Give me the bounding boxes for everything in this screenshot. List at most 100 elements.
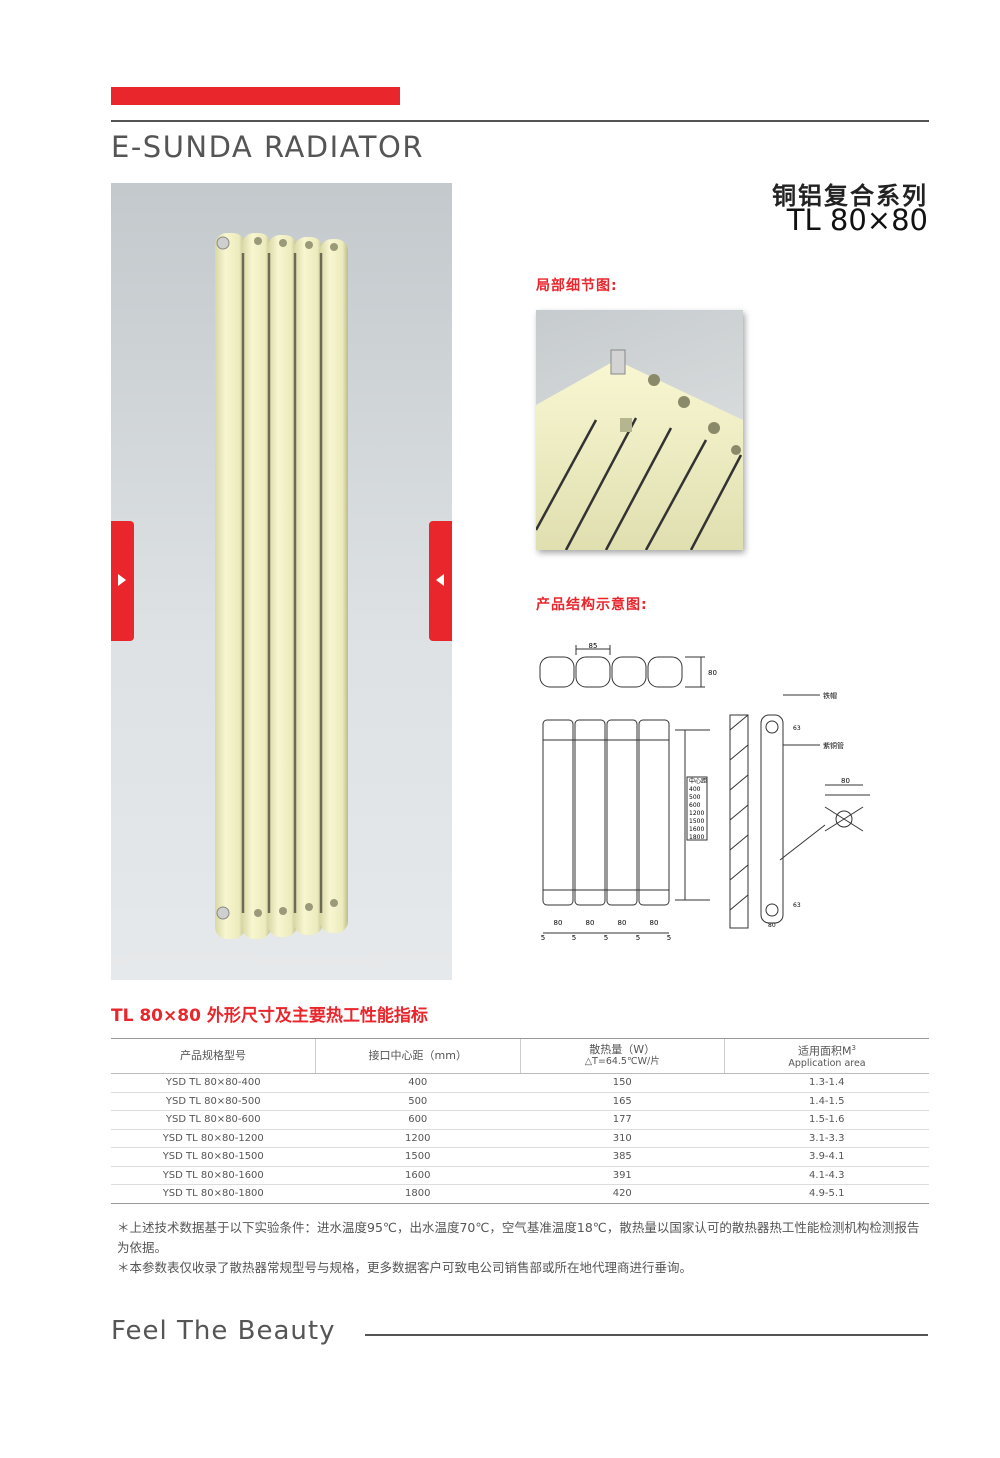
header-divider bbox=[111, 120, 929, 122]
header-model: 产品规格型号 bbox=[111, 1038, 316, 1074]
cell-heat: 177 bbox=[520, 1110, 725, 1130]
cell-model: YSD TL 80×80-1600 bbox=[111, 1166, 316, 1185]
cell-model: YSD TL 80×80-1800 bbox=[111, 1184, 316, 1204]
cell-area: 3.9-4.1 bbox=[724, 1147, 929, 1167]
center-distance-1600: 1600 bbox=[689, 826, 704, 833]
cell-area: 4.9-5.1 bbox=[724, 1184, 929, 1204]
cell-heat: 385 bbox=[520, 1147, 725, 1167]
gap-5-3: 5 bbox=[604, 934, 608, 942]
cell-center: 1600 bbox=[315, 1166, 520, 1185]
cell-center: 1200 bbox=[315, 1129, 520, 1148]
dim-63-top: 63 bbox=[793, 725, 801, 732]
flower-decals bbox=[254, 237, 338, 917]
col-width-3: 80 bbox=[618, 919, 627, 927]
spec-table-title: TL 80×80 外形尺寸及主要热工性能指标 bbox=[111, 1006, 428, 1026]
table-row: YSD TL 80×80-1500 1500 385 3.9-4.1 bbox=[111, 1147, 929, 1167]
cell-center: 1800 bbox=[315, 1184, 520, 1204]
table-row: YSD TL 80×80-1800 1800 420 4.9-5.1 bbox=[111, 1184, 929, 1204]
col-width-1: 80 bbox=[554, 919, 563, 927]
detail-photo bbox=[536, 310, 743, 550]
center-distance-1800: 1800 bbox=[689, 834, 704, 841]
chevron-right-icon bbox=[118, 574, 126, 586]
cell-model: YSD TL 80×80-1500 bbox=[111, 1147, 316, 1167]
table-row: YSD TL 80×80-500 500 165 1.4-1.5 bbox=[111, 1092, 929, 1111]
series-model: TL 80×80 bbox=[786, 203, 928, 237]
chevron-left-icon bbox=[436, 574, 444, 586]
center-distance-heading: 中心距 bbox=[689, 777, 707, 785]
dim-85-label: 85 bbox=[589, 642, 598, 650]
cell-model: YSD TL 80×80-600 bbox=[111, 1110, 316, 1130]
next-tab[interactable] bbox=[429, 521, 452, 641]
note-coverage: ＊本参数表仅收录了散热器常规型号与规格，更多数据客户可致电公司销售部或所在地代理… bbox=[117, 1260, 693, 1275]
cell-heat: 391 bbox=[520, 1166, 725, 1185]
structure-diagram: 85 80 中心距 400 500 600 1200 1500 1600 180… bbox=[539, 642, 870, 942]
table-row: YSD TL 80×80-600 600 177 1.5-1.6 bbox=[111, 1110, 929, 1130]
prev-tab[interactable] bbox=[111, 521, 134, 641]
header-area-sub: Application area bbox=[788, 1057, 866, 1069]
header-center-distance: 接口中心距（mm） bbox=[315, 1038, 520, 1074]
cross-section bbox=[824, 784, 864, 832]
cell-heat: 165 bbox=[520, 1092, 725, 1111]
cell-area: 1.4-1.5 bbox=[724, 1092, 929, 1111]
product-photo bbox=[111, 183, 452, 980]
footer-tagline: Feel The Beauty bbox=[111, 1316, 336, 1346]
center-distance-400: 400 bbox=[689, 786, 701, 793]
bottom-valve bbox=[216, 906, 230, 920]
cell-center: 1500 bbox=[315, 1147, 520, 1167]
radiator-illustration bbox=[215, 233, 348, 939]
dim-80-cross: 80 bbox=[841, 777, 850, 785]
dim-80-side: 80 bbox=[768, 922, 776, 929]
cell-model: YSD TL 80×80-400 bbox=[111, 1073, 316, 1093]
brand-title: E-SUNDA RADIATOR bbox=[111, 130, 424, 164]
cell-center: 500 bbox=[315, 1092, 520, 1111]
series-name: 铜铝复合系列 bbox=[772, 182, 928, 210]
center-distance-list: 中心距 400 500 600 1200 1500 1600 1800 bbox=[686, 776, 708, 841]
detail-illustration bbox=[536, 349, 743, 550]
cell-area: 1.3-1.4 bbox=[724, 1073, 929, 1093]
dim-80-label-top: 80 bbox=[708, 669, 717, 677]
top-valve bbox=[216, 236, 230, 250]
cell-model: YSD TL 80×80-1200 bbox=[111, 1129, 316, 1148]
table-row: YSD TL 80×80-1200 1200 310 3.1-3.3 bbox=[111, 1129, 929, 1148]
center-distance-1500: 1500 bbox=[689, 818, 704, 825]
cell-center: 600 bbox=[315, 1110, 520, 1130]
radiator-columns bbox=[215, 233, 348, 939]
center-distance-500: 500 bbox=[689, 794, 701, 801]
note-test-conditions: ＊上述技术数据基于以下实验条件：进水温度95℃，出水温度70℃，空气基准温度18… bbox=[117, 1220, 920, 1255]
cell-center: 400 bbox=[315, 1073, 520, 1093]
footer-divider bbox=[365, 1334, 928, 1336]
side-view bbox=[729, 694, 870, 929]
cell-heat: 150 bbox=[520, 1073, 725, 1093]
gap-5-1: 5 bbox=[541, 934, 545, 942]
gap-5-5: 5 bbox=[667, 934, 671, 942]
header-heat-output: 散热量（W） △T=64.5℃W/片 bbox=[519, 1038, 725, 1074]
footnotes: ＊上述技术数据基于以下实验条件：进水温度95℃，出水温度70℃，空气基准温度18… bbox=[117, 1218, 927, 1278]
spec-table: 产品规格型号 接口中心距（mm） 散热量（W） △T=64.5℃W/片 适用面积… bbox=[111, 1038, 929, 1204]
top-view-sections bbox=[539, 645, 705, 688]
header-heat-label: 散热量（W） bbox=[589, 1043, 656, 1056]
header-area-sup: 3 bbox=[851, 1044, 856, 1053]
dim-63-bottom: 63 bbox=[793, 902, 801, 909]
center-distance-1200: 1200 bbox=[689, 810, 704, 817]
front-view-columns bbox=[542, 719, 710, 934]
cell-area: 3.1-3.3 bbox=[724, 1129, 929, 1148]
col-width-4: 80 bbox=[650, 919, 659, 927]
table-row: YSD TL 80×80-400 400 150 1.3-1.4 bbox=[111, 1073, 929, 1093]
label-copper-tube: 紫铜管 bbox=[823, 741, 844, 750]
cell-heat: 420 bbox=[520, 1184, 725, 1204]
header-red-bar bbox=[111, 87, 400, 105]
structure-label: 产品结构示意图: bbox=[536, 597, 648, 613]
cell-model: YSD TL 80×80-500 bbox=[111, 1092, 316, 1111]
header-area-label: 适用面积M bbox=[798, 1044, 852, 1058]
detail-label: 局部细节图: bbox=[536, 278, 618, 294]
center-distance-600: 600 bbox=[689, 802, 701, 809]
header-area: 适用面积M3 Application area bbox=[724, 1038, 929, 1074]
label-iron-cap: 铁帽 bbox=[823, 691, 837, 700]
cell-heat: 310 bbox=[520, 1129, 725, 1148]
col-width-2: 80 bbox=[586, 919, 595, 927]
cell-area: 1.5-1.6 bbox=[724, 1110, 929, 1130]
header-heat-sub: △T=64.5℃W/片 bbox=[584, 1056, 660, 1067]
column-width-labels: 80 80 80 80 5 5 5 5 5 bbox=[541, 919, 671, 942]
gap-5-4: 5 bbox=[636, 934, 640, 942]
gap-5-2: 5 bbox=[572, 934, 576, 942]
